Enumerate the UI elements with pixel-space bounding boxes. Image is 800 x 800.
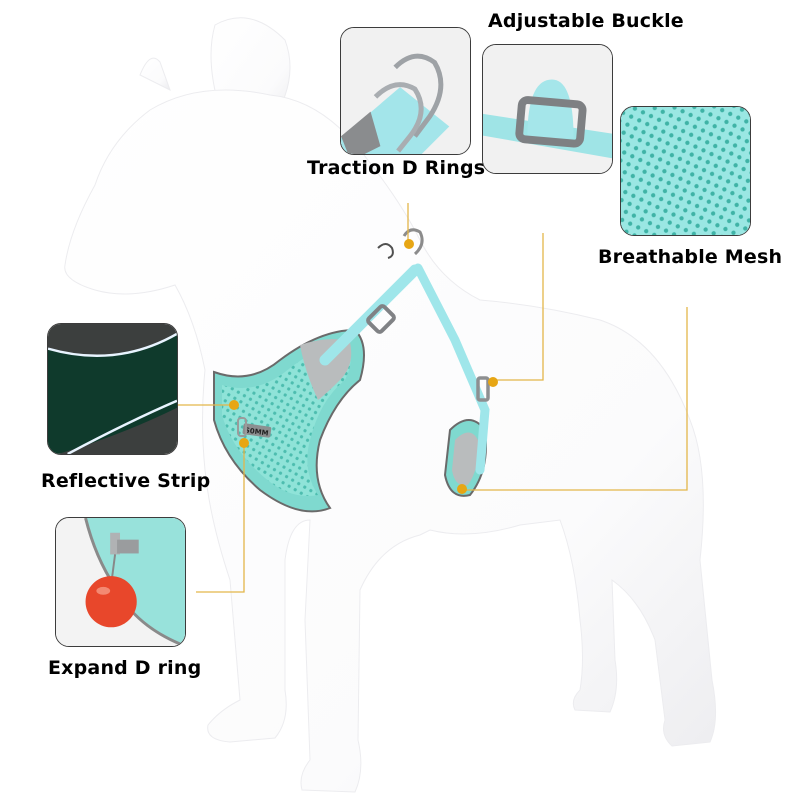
- callout-lines: [178, 203, 688, 593]
- label-expand-d-ring: Expand D ring: [48, 657, 202, 679]
- label-traction-d-rings: Traction D Rings: [307, 157, 486, 179]
- label-breathable-mesh: Breathable Mesh: [598, 246, 783, 268]
- inset-breathable-mesh: [620, 106, 751, 236]
- reflective-strip-icon: [48, 324, 177, 454]
- label-adjustable-buckle: Adjustable Buckle: [488, 10, 684, 32]
- mesh-icon: [621, 107, 750, 235]
- inset-adjustable-buckle: [482, 44, 613, 174]
- side-buckle: [476, 376, 490, 402]
- inset-expand-d-ring: [55, 517, 186, 647]
- harness-tag-text: S0MM: [244, 426, 269, 437]
- inset-reflective-strip: [47, 323, 178, 455]
- expand-d-ring-icon: [56, 518, 185, 646]
- inset-traction-d-rings: [340, 27, 471, 155]
- callout-dots: [229, 239, 498, 494]
- harness-vest: S0MM: [213, 328, 487, 513]
- buckle-icon: [483, 45, 612, 173]
- label-reflective-strip: Reflective Strip: [41, 470, 211, 492]
- d-rings-icon: [341, 28, 470, 154]
- strap-slider-buckle: [366, 304, 396, 334]
- dog-mannequin: [64, 17, 716, 793]
